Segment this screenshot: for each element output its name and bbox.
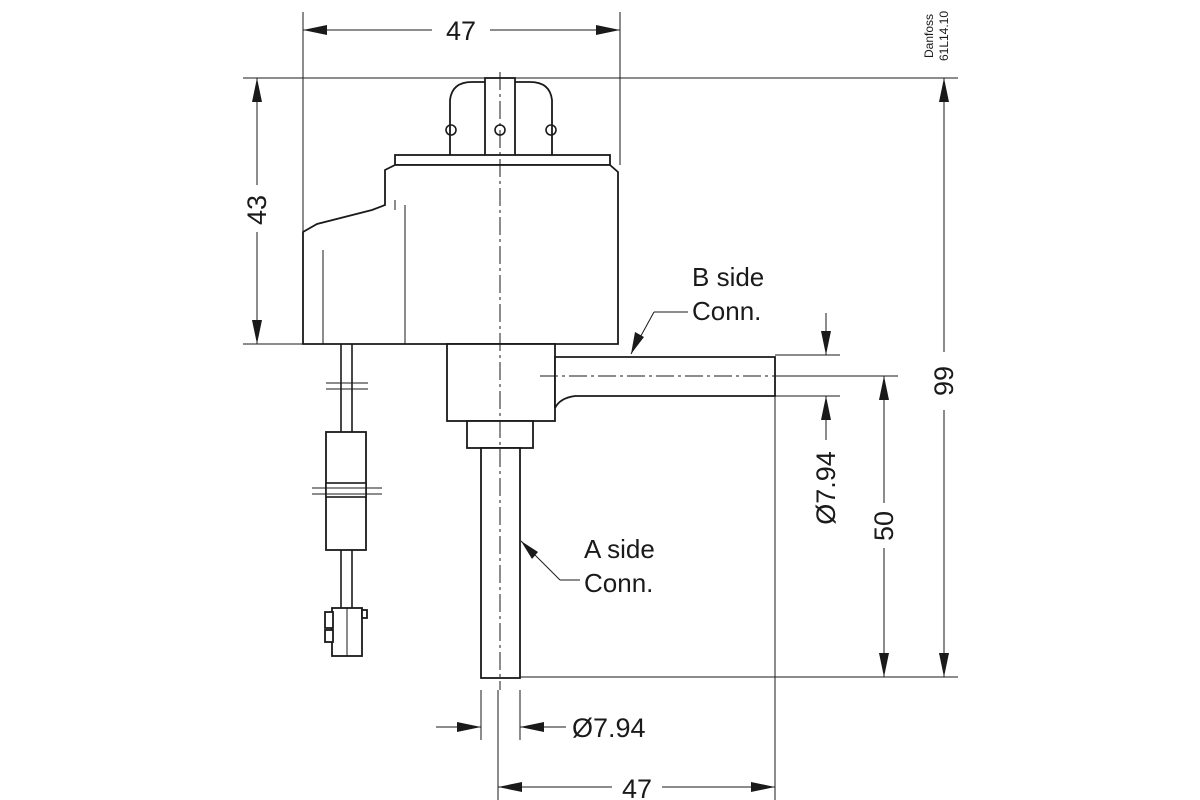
dim-a-diameter: Ø7.94: [572, 713, 646, 743]
cable-assembly: [312, 344, 382, 657]
dim-b-diameter: Ø7.94: [811, 451, 841, 525]
coil-housing: [302, 154, 619, 345]
b-side-tube: [554, 356, 776, 409]
coil-connector: [445, 77, 557, 159]
label-b-side-line1: B side: [692, 262, 764, 292]
dim-left-height: 43: [242, 195, 272, 225]
dimension-lines: [252, 25, 949, 792]
dim-top-width: 47: [446, 16, 476, 46]
label-a-side-line2: Conn.: [584, 568, 653, 598]
drawing-tag-line2: 61L14.10: [937, 11, 951, 61]
dim-bottom-width: 47: [622, 774, 652, 800]
drawing-tag-line1: Danfoss: [922, 14, 936, 58]
extension-lines: [243, 12, 958, 800]
dim-total-height: 99: [929, 366, 959, 396]
dim-lower-height: 50: [869, 511, 899, 541]
valve-body: [446, 343, 556, 449]
label-b-side-line2: Conn.: [692, 296, 761, 326]
label-a-side-line1: A side: [584, 534, 655, 564]
center-lines: [499, 72, 790, 690]
leader-lines: [520, 311, 688, 581]
